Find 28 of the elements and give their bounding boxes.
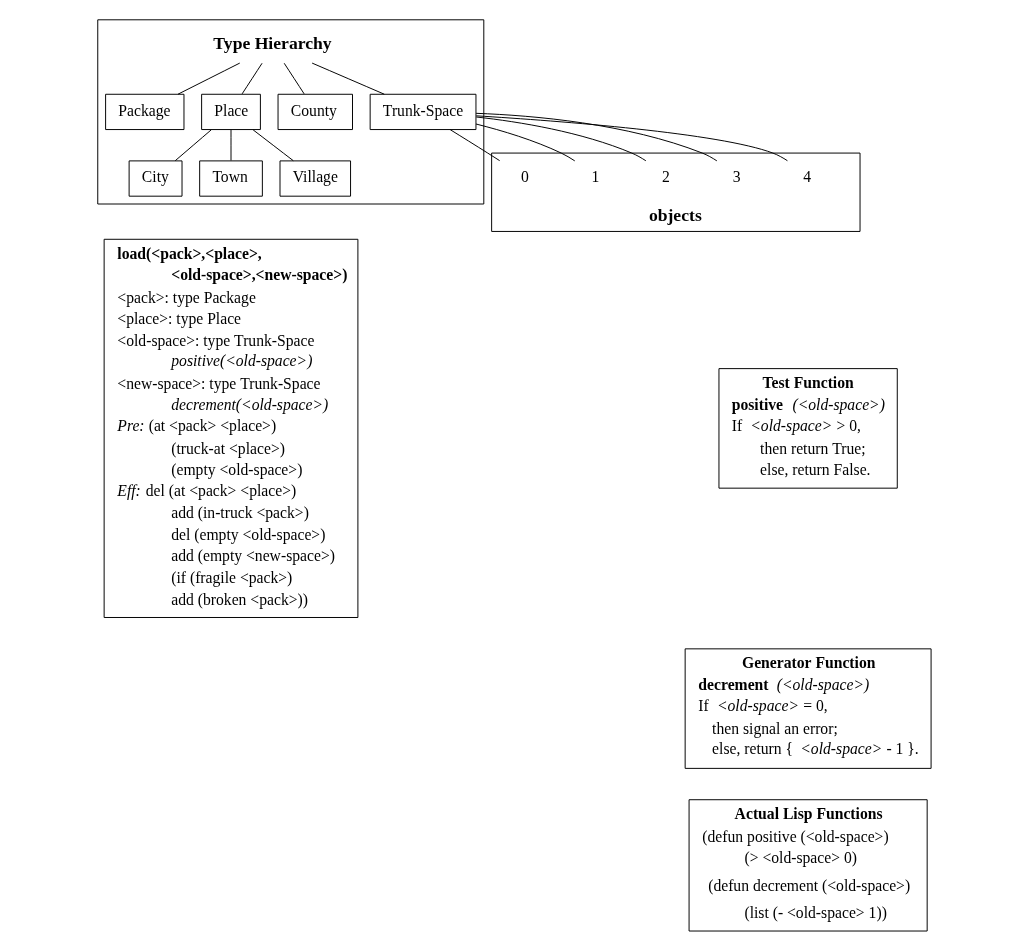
connector <box>241 62 263 95</box>
node-box: City <box>128 160 183 197</box>
node-box: load(<pack>,<place>, <old-space>,<new-space>) <pack>: type Package <place>: type Place <old-space>: type Trunk-Space positive(<old-space>) <new-space>: type Trunk-Space decrement(<old-space>) Pre: (at <pack> <place>) (truck-at <place>) (empty <old-space>) Eff: del (at <pack> <place>) add (in-truck <pack>) del (empty <old-space>) add (empty <new-space>) (if (fragile <pack>) add (broken <pack>)) <box>103 238 359 618</box>
connector <box>230 129 232 161</box>
node-box: Actual Lisp Functions (defun positive (<old-space>) (> <old-space> 0) (defun decrement (<old-space>) (list (- <old-space> 1)) <box>688 799 928 932</box>
node-box: County <box>277 93 353 131</box>
node-text: 4 <box>803 168 812 186</box>
node-box: Place <box>201 93 261 131</box>
connector <box>311 62 385 95</box>
node-box: Test Function positive (<old-space>) If <old-space> > 0, then return True; else, return False. <box>718 368 898 489</box>
node-box: Package <box>105 93 185 131</box>
connector <box>475 115 788 162</box>
node-box: Town <box>199 160 263 197</box>
node-box: Generator Function decrement (<old-space>) If <old-space> = 0, then signal an error; else, return { <old-space> - 1 }. <box>684 648 932 769</box>
connector <box>475 116 647 162</box>
node-box: Trunk-Space <box>369 93 477 131</box>
connector <box>252 129 294 162</box>
connector <box>283 62 305 95</box>
node-text: 2 <box>662 168 670 186</box>
node-box: Village <box>279 160 352 197</box>
node-text: 3 <box>732 168 741 186</box>
node-text: 1 <box>591 168 600 186</box>
connector <box>475 123 576 162</box>
node-text: 0 <box>521 168 529 186</box>
connector <box>449 129 501 162</box>
connector <box>475 112 718 162</box>
connector <box>177 62 241 95</box>
connector <box>174 129 212 162</box>
